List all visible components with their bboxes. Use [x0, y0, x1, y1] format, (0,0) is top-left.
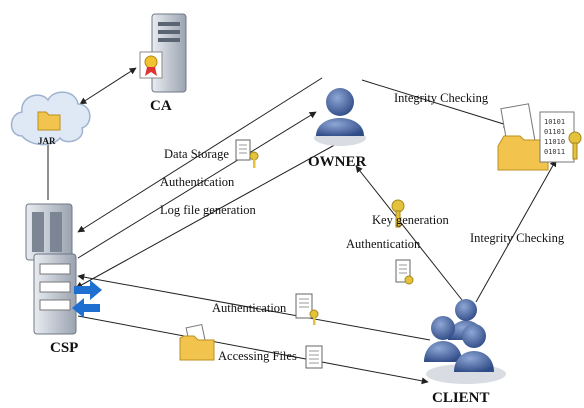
csp-label: CSP: [50, 340, 78, 356]
svg-text:11010: 11010: [544, 138, 565, 146]
key-generation-key-icon: [391, 199, 405, 228]
data-storage-doc-key-icon: [235, 139, 259, 168]
authentication-owner-arrow: [77, 111, 317, 259]
authentication-csp-doc-key-icon: [295, 293, 319, 325]
accessing-files-folder-icon: [179, 323, 215, 361]
accessing-files-arrow: [77, 315, 429, 385]
jar-label: JAR: [38, 136, 56, 146]
authentication-csp-arrow: [77, 273, 431, 341]
accessing-files-label: Accessing Files: [218, 349, 297, 363]
authentication-owner-label: Authentication: [160, 175, 235, 189]
data-storage-arrow: [77, 77, 323, 233]
owner-person-icon: [314, 88, 366, 146]
integrity-checking-owner-arrow: [361, 79, 511, 128]
key-generation-arrow: [355, 165, 463, 301]
integrity-checking-client-arrow: [475, 159, 557, 303]
client-group-icon: [424, 299, 506, 384]
ca-server-icon: [139, 13, 187, 93]
data-storage-label: Data Storage: [164, 147, 229, 161]
ca-jar-arrow: [79, 67, 137, 105]
integrity-checking-owner-label: Integrity Checking: [394, 91, 489, 105]
csp-server-icon: [25, 203, 102, 335]
client-label: CLIENT: [432, 390, 490, 406]
log-file-arrow: [75, 141, 341, 289]
key-generation-label: Key generation: [372, 213, 449, 227]
integrity-files-icon: 10101 01101 11010 01011: [497, 103, 582, 171]
integrity-checking-client-label: Integrity Checking: [470, 231, 565, 245]
ca-label: CA: [150, 98, 172, 114]
authentication-client-doc-key-icon: [395, 259, 414, 285]
authentication-client-owner-label: Authentication: [346, 237, 421, 251]
svg-text:01101: 01101: [544, 128, 565, 136]
jar-cloud-icon: [10, 91, 91, 146]
accessing-files-doc-icon: [305, 345, 323, 369]
log-file-generation-label: Log file generation: [160, 203, 257, 217]
svg-text:01011: 01011: [544, 148, 565, 156]
authentication-csp-label: Authentication: [212, 301, 287, 315]
owner-label: OWNER: [308, 154, 367, 170]
svg-text:10101: 10101: [544, 118, 565, 126]
